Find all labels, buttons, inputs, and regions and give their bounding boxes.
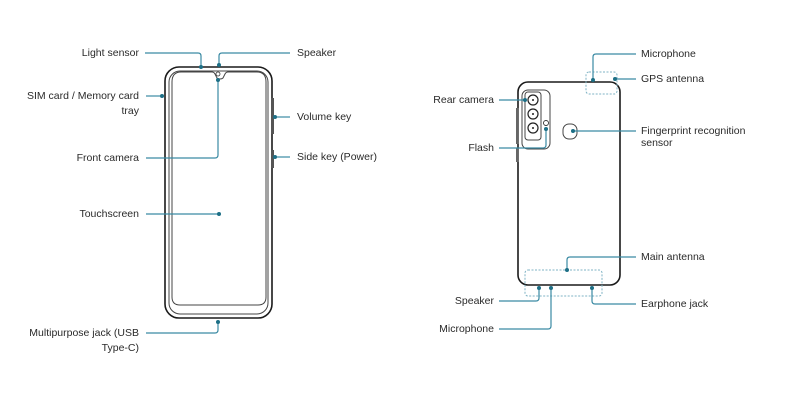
front-camera-dot [216, 78, 220, 82]
speaker-bottom-dot [537, 286, 541, 290]
back-view: Microphone GPS antenna Rear camera Finge… [433, 48, 745, 335]
volume-key-dot [273, 115, 277, 119]
front-view: Light sensor Speaker SIM card / Memory c… [27, 47, 377, 354]
usb-jack-dot [216, 320, 220, 324]
camera-module [521, 89, 551, 150]
label-usb-jack-line2: Type-C) [102, 342, 139, 354]
fingerprint-dot [571, 129, 575, 133]
gps-antenna-area [585, 71, 618, 95]
label-speaker-back: Speaker [455, 295, 495, 307]
label-sim-tray-line1: SIM card / Memory card [27, 90, 139, 102]
side-key-shape [271, 150, 274, 168]
rear-camera-lens-3-center [532, 127, 534, 129]
rear-camera-dot [523, 98, 527, 102]
front-camera-lens [215, 71, 221, 77]
rear-camera-lens-2 [527, 108, 539, 120]
back-volume-key-shape [516, 108, 519, 144]
label-touchscreen: Touchscreen [79, 208, 139, 220]
flash-shape [543, 120, 549, 126]
main-antenna-dot [565, 268, 569, 272]
label-sim-tray-line2: tray [121, 105, 139, 117]
front-phone-bezel [168, 70, 269, 315]
label-microphone-top: Microphone [641, 48, 696, 60]
label-flash: Flash [468, 142, 494, 154]
rear-camera-lens-1 [527, 94, 539, 106]
touchscreen-dot [217, 212, 221, 216]
volume-key-shape [271, 98, 274, 134]
back-side-key-shape [516, 148, 519, 162]
rear-camera-lens-2-center [532, 113, 534, 115]
side-key-dot [273, 155, 277, 159]
gps-antenna-dot [613, 77, 617, 81]
label-volume-key: Volume key [297, 111, 352, 123]
back-phone-body [517, 81, 621, 286]
earphone-jack-dot [590, 286, 594, 290]
light-sensor-dot [199, 65, 203, 69]
label-speaker-front: Speaker [297, 47, 337, 59]
microphone-bottom-dot [549, 286, 553, 290]
label-microphone-bottom: Microphone [439, 323, 494, 335]
label-light-sensor: Light sensor [82, 47, 140, 59]
speaker-dot [217, 63, 221, 67]
microphone-top-dot [591, 78, 595, 82]
sim-tray-dot [160, 94, 164, 98]
main-antenna-area [524, 269, 603, 297]
camera-lens-housing [524, 91, 542, 141]
label-usb-jack-line1: Multipurpose jack (USB [29, 327, 139, 339]
rear-camera-lens-1-center [532, 99, 534, 101]
rear-camera-lens-3 [527, 122, 539, 134]
label-main-antenna: Main antenna [641, 251, 705, 263]
front-phone-body [164, 66, 273, 319]
label-fingerprint-line2: sensor [641, 137, 673, 149]
label-gps-antenna: GPS antenna [641, 73, 704, 85]
label-front-camera: Front camera [77, 152, 140, 164]
label-side-key: Side key (Power) [297, 151, 377, 163]
flash-dot [544, 127, 548, 131]
label-earphone-jack: Earphone jack [641, 298, 709, 310]
label-rear-camera: Rear camera [433, 94, 494, 106]
touchscreen-outline [171, 71, 267, 306]
label-fingerprint-line1: Fingerprint recognition [641, 125, 746, 137]
